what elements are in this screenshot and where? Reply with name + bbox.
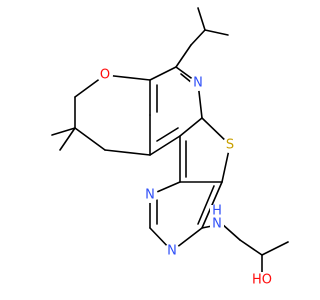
molecule-structure: O N S N N H N HO: [51, 7, 289, 288]
atom-label-N: N: [145, 188, 155, 203]
bond: [59, 127, 76, 151]
bond: [156, 127, 179, 142]
atom-label-S: S: [226, 138, 234, 153]
bond-lines: [51, 7, 289, 281]
bond: [175, 44, 192, 68]
atom-label-HO: HO: [252, 273, 272, 288]
atom-label-H: H: [212, 204, 222, 219]
bond: [239, 239, 263, 256]
bond: [190, 29, 206, 46]
bond: [197, 185, 215, 225]
atom-label-N: N: [212, 217, 222, 232]
atom-label-N: N: [167, 244, 177, 259]
bond: [104, 149, 151, 156]
bond: [74, 127, 106, 151]
bond: [204, 29, 229, 36]
atom-labels: O N S N N H N HO: [97, 67, 274, 288]
bond: [149, 66, 177, 81]
bond: [179, 117, 203, 137]
bond: [149, 135, 181, 156]
bond: [197, 7, 206, 31]
bond: [221, 223, 241, 241]
bond: [51, 127, 76, 136]
atom-label-O: O: [100, 68, 110, 83]
bond: [261, 241, 289, 256]
atom-label-N: N: [193, 76, 203, 91]
